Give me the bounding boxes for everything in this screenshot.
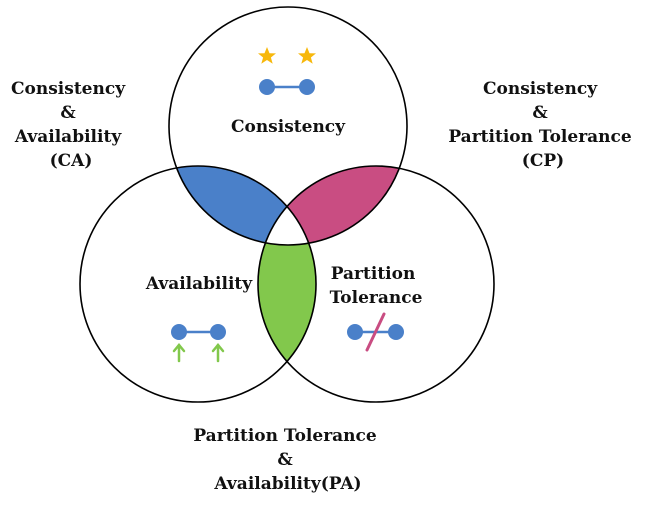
up-arrow-icon bbox=[211, 343, 225, 363]
ca-label-line: Availability bbox=[14, 127, 122, 147]
cp-label: Consistency & Partition Tolerance (CP) bbox=[448, 79, 637, 171]
node-dot bbox=[388, 324, 404, 340]
pa-label-line: & bbox=[277, 450, 293, 470]
partition-tolerance-label: Partition Tolerance bbox=[330, 264, 423, 308]
node-dot bbox=[259, 79, 275, 95]
ca-label-line: (CA) bbox=[50, 151, 93, 171]
ca-label-line: & bbox=[60, 103, 76, 123]
availability-label: Availability bbox=[145, 274, 253, 294]
partition-tolerance-circle bbox=[257, 165, 495, 403]
node-dot bbox=[171, 324, 187, 340]
ca-label: Consistency & Availability (CA) bbox=[11, 79, 131, 171]
two-nodes-cut-link-icon bbox=[347, 312, 404, 352]
star-icon bbox=[258, 47, 276, 64]
consistency-label: Consistency bbox=[231, 117, 346, 137]
consistency-circle bbox=[168, 6, 408, 246]
ca-overlap-region bbox=[169, 166, 316, 245]
cp-label-line: Consistency bbox=[483, 79, 598, 99]
partition-tolerance-label-line: Tolerance bbox=[330, 288, 423, 308]
cp-label-line: & bbox=[532, 103, 548, 123]
pa-label-line: Partition Tolerance bbox=[193, 426, 377, 446]
up-arrow-icon bbox=[172, 343, 186, 363]
two-nodes-with-stars-icon bbox=[258, 47, 316, 95]
cp-label-line: Partition Tolerance bbox=[448, 127, 632, 147]
cp-overlap-region bbox=[258, 166, 407, 245]
node-dot bbox=[210, 324, 226, 340]
node-dot bbox=[299, 79, 315, 95]
cp-label-line: (CP) bbox=[522, 151, 564, 171]
node-dot bbox=[347, 324, 363, 340]
cut-slash-icon bbox=[365, 312, 386, 352]
star-icon bbox=[298, 47, 316, 64]
pa-label: Partition Tolerance & Availability(PA) bbox=[193, 426, 382, 494]
pa-label-line: Availability(PA) bbox=[213, 474, 361, 494]
two-nodes-with-up-arrows-icon bbox=[171, 324, 226, 363]
ca-label-line: Consistency bbox=[11, 79, 126, 99]
partition-tolerance-label-line: Partition bbox=[331, 264, 416, 284]
availability-circle bbox=[79, 165, 317, 403]
